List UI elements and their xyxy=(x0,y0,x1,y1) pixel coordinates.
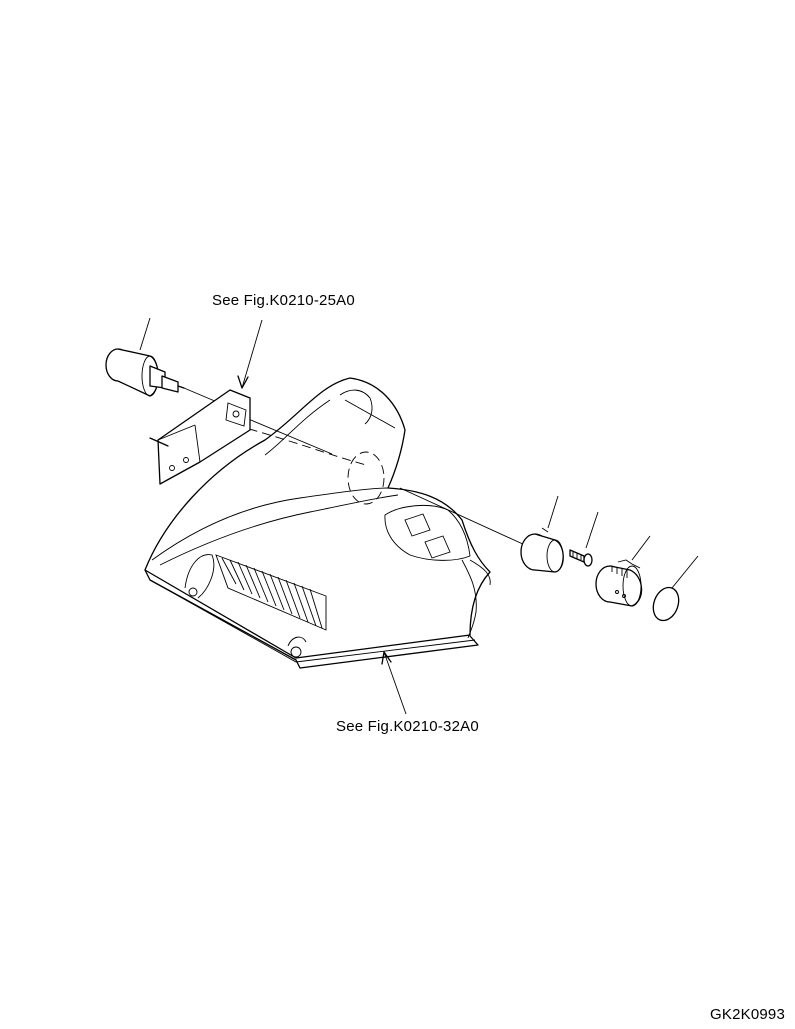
mounting-bracket-icon xyxy=(149,319,263,485)
switch-assembly-icon xyxy=(105,317,185,397)
reference-label-bottom[interactable]: See Fig.K0210-32A0 xyxy=(336,718,479,735)
cap-icon xyxy=(652,555,699,622)
screw-icon xyxy=(569,511,599,567)
drawing-code: GK2K0993 xyxy=(710,1006,785,1023)
console-cover-icon xyxy=(144,377,491,669)
reference-label-top[interactable]: See Fig.K0210-25A0 xyxy=(212,292,355,309)
reference-leader-bottom xyxy=(381,651,407,715)
knob-icon xyxy=(595,535,651,607)
collar-icon xyxy=(520,495,564,573)
